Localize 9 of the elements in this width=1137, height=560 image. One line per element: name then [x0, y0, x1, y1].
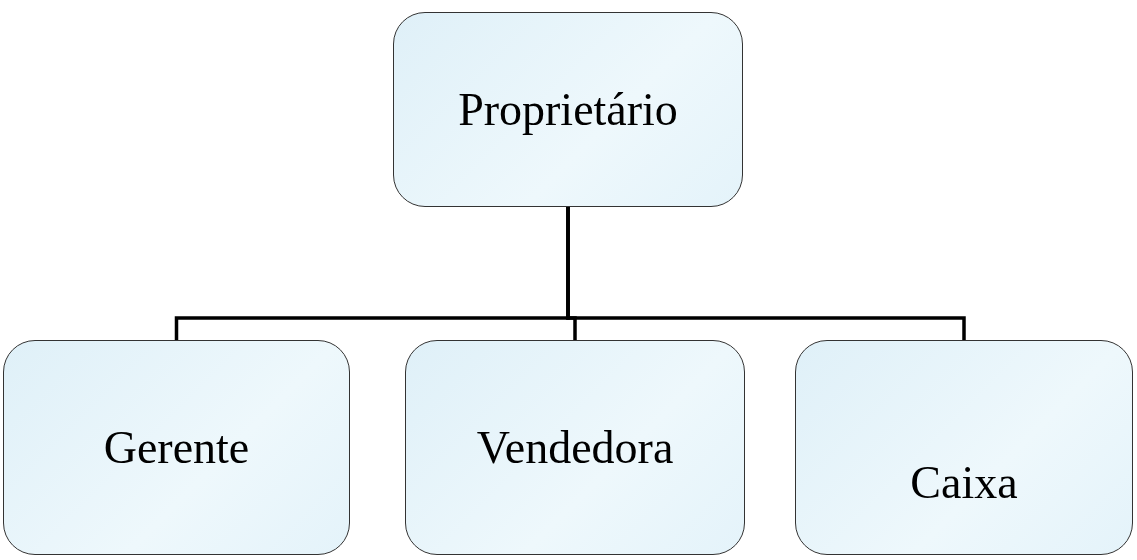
role-label: Vendedora	[476, 421, 674, 474]
role-label: Caixa	[910, 456, 1018, 509]
org-box	[393, 12, 743, 207]
role-label: Proprietário	[458, 83, 678, 136]
org-box	[405, 340, 745, 555]
connector-line	[566, 207, 966, 340]
org-box	[3, 340, 350, 555]
role-label: Gerente	[103, 421, 250, 474]
org-box	[795, 340, 1133, 555]
